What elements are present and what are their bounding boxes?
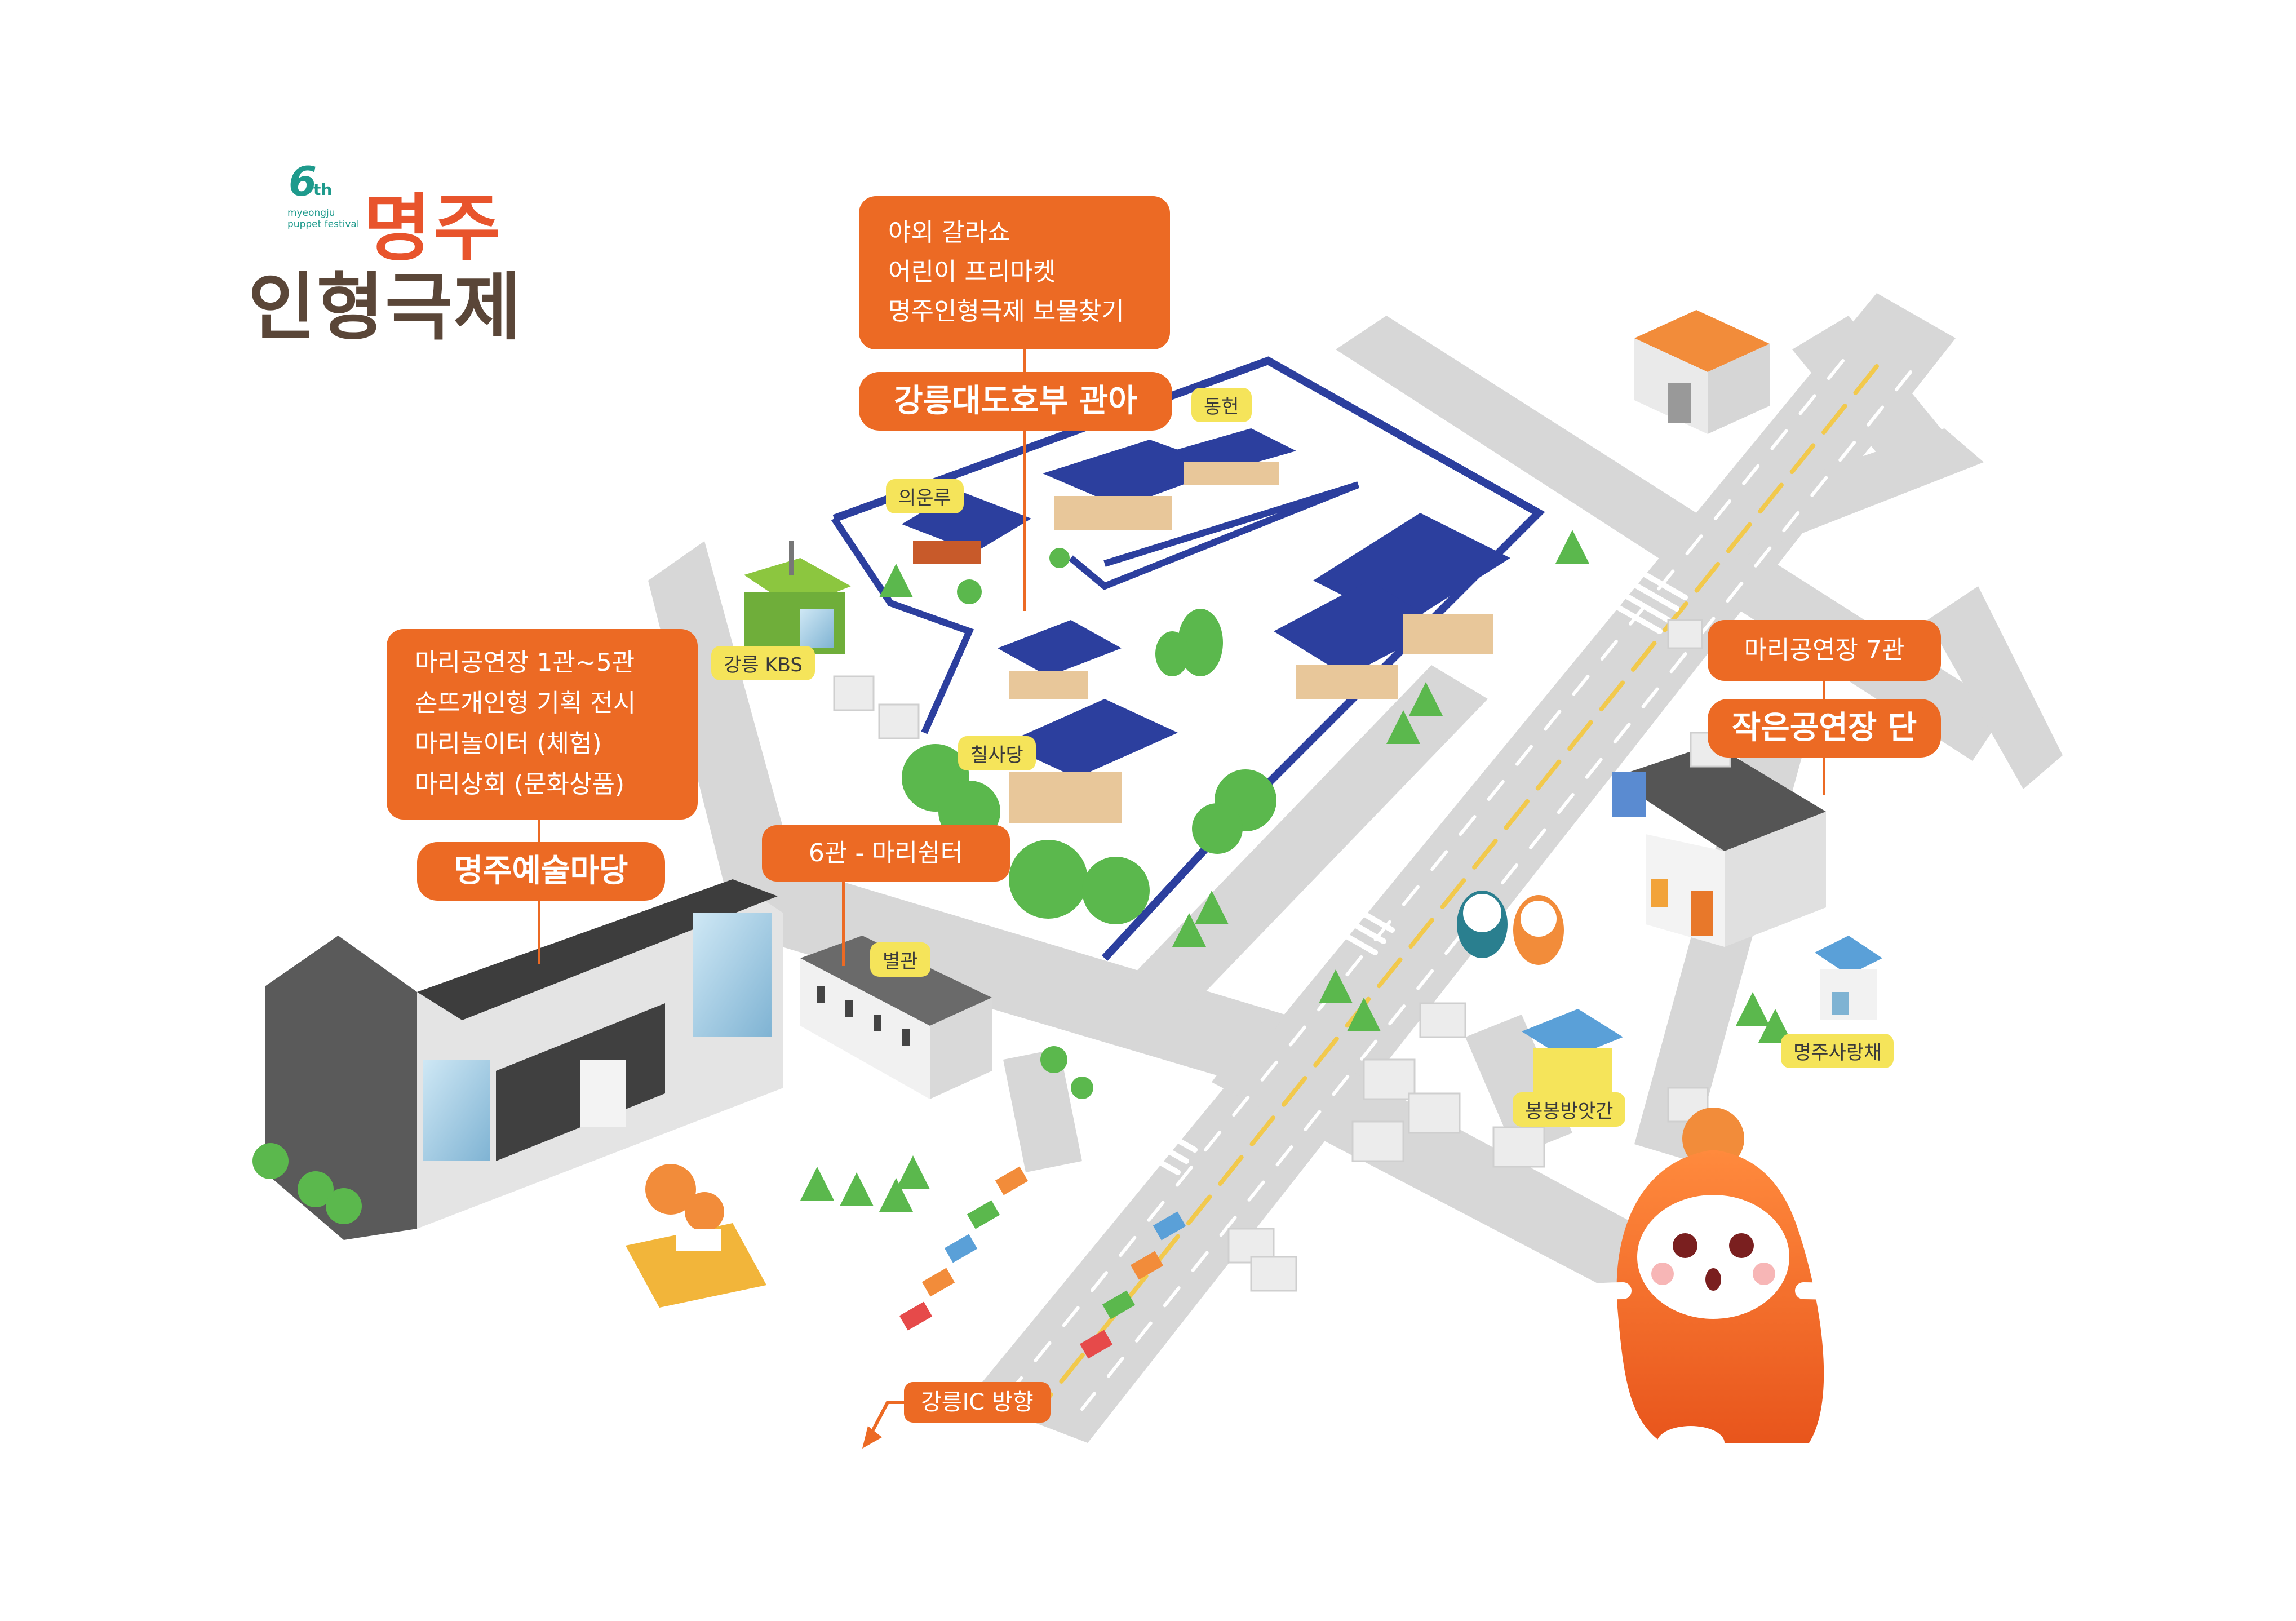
puppet-stage	[626, 1164, 766, 1308]
bongbong-building	[1522, 1009, 1623, 1093]
gwana-program-box: 야외 갈라쇼 어린이 프리마켓 명주인형극제 보물찾기	[859, 196, 1170, 349]
small-mascots	[1457, 891, 1564, 965]
small-theater-program-1: 마리공연장 7관	[1744, 636, 1905, 665]
art-madang-program-1: 마리공연장 1관~5관	[415, 648, 635, 677]
tag-donghun: 동헌	[1191, 388, 1252, 422]
logo-edition-number: 6	[289, 158, 317, 205]
market-stalls	[899, 1166, 1186, 1359]
big-mascot	[1564, 1108, 1863, 1460]
logo-subtitle-line1: myeongju	[287, 207, 335, 219]
kbs-building	[744, 541, 851, 654]
city-blocks	[833, 619, 1731, 1292]
hanok-main-hall	[1274, 513, 1510, 699]
art-madang-program-3: 마리놀이터 (체험)	[415, 729, 602, 758]
tag-sarangchae: 명주사랑채	[1781, 1034, 1894, 1068]
top-right-building	[1634, 310, 1770, 434]
tag-byeolgwan: 별관	[870, 942, 930, 977]
festival-logo: 6 th myeongju puppet festival 명주 인형극제	[248, 158, 597, 361]
logo-edition-suffix: th	[313, 180, 333, 199]
hanok-chilsadang	[998, 620, 1178, 823]
direction-label: 강릉IC 방향	[904, 1382, 1051, 1423]
road-gwana-bottom	[1127, 665, 1488, 1015]
gwana-connector-upper	[1023, 349, 1026, 372]
road-markings	[1013, 359, 1912, 1411]
small-theater-title: 작은공연장 단	[1708, 699, 1941, 758]
art-madang-program-4: 마리상회 (문화상품)	[415, 770, 625, 799]
art-madang-program-2: 손뜨개인형 기획 전시	[415, 689, 636, 718]
tag-kbs: 강릉 KBS	[711, 646, 815, 680]
gwana-program-2: 어린이 프리마켓	[888, 258, 1056, 286]
tag-chilsadang: 칠사당	[958, 736, 1036, 770]
small-theater-program-box: 마리공연장 7관	[1708, 620, 1941, 681]
hanok-donghun	[1043, 428, 1296, 530]
logo-subtitle-line2: puppet festival	[287, 219, 360, 230]
small-theater-connector-lower	[1823, 758, 1825, 795]
logo-title-line2: 인형극제	[248, 264, 522, 350]
small-theater-building	[1612, 744, 1826, 947]
art-madang-building	[265, 879, 783, 1240]
gwana-left-wall	[831, 516, 974, 734]
sarangchae-building	[1815, 936, 1882, 1020]
direction-arrowhead-icon	[862, 1426, 882, 1449]
gwana-title: 강릉대도호부 관아	[859, 372, 1172, 431]
road-lower-middle	[744, 862, 1285, 1082]
art-madang-connector-upper	[538, 820, 540, 842]
road-side-left	[1003, 1048, 1082, 1172]
gwana-program-1: 야외 갈라쇼	[888, 218, 1010, 247]
gwana-program-3: 명주인형극제 보물찾기	[888, 297, 1124, 326]
direction-arrow-icon	[869, 1401, 907, 1436]
road-far-right	[1927, 586, 2063, 789]
logo-title-line1: 명주	[364, 185, 503, 271]
tag-bongbong: 봉봉방앗간	[1513, 1092, 1626, 1127]
road-top-far	[1792, 316, 1950, 473]
art-madang-program-box: 마리공연장 1관~5관 손뜨개인형 기획 전시 마리놀이터 (체험) 마리상회 …	[387, 629, 698, 820]
hall6-connector	[842, 882, 845, 966]
small-theater-connector-upper	[1823, 681, 1825, 699]
hall6-box: 6관 - 마리쉼터	[762, 825, 1010, 882]
art-madang-title: 명주예술마당	[417, 842, 665, 901]
scattered-trees	[252, 530, 1792, 1224]
byeolgwan-building	[800, 936, 992, 1099]
gwana-connector-lower	[1023, 431, 1026, 611]
tag-uiunru: 의운루	[886, 479, 964, 513]
art-madang-connector-lower	[538, 901, 540, 964]
gwana-inner-wall	[1069, 481, 1360, 590]
